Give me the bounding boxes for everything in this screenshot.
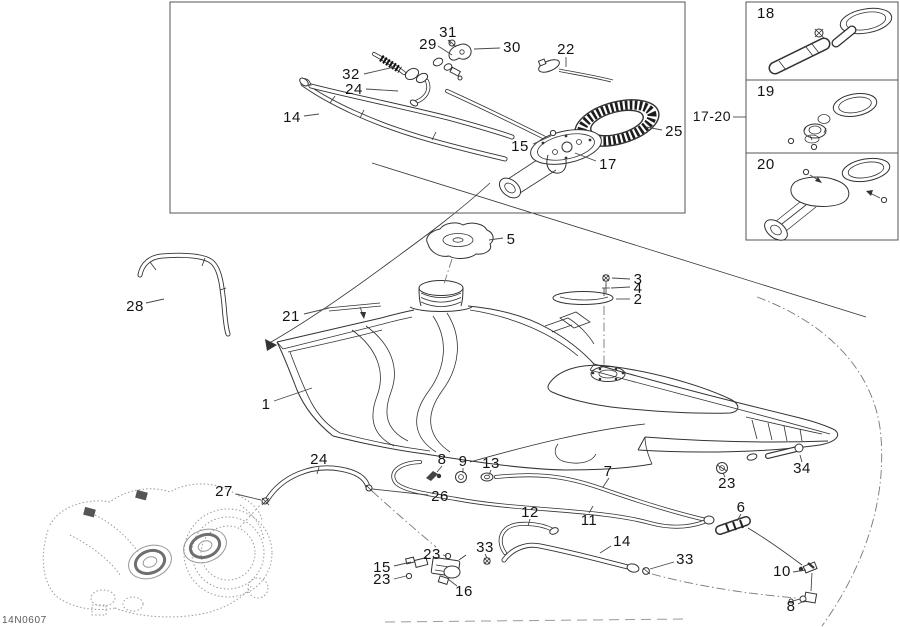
tank-fittings (426, 471, 494, 483)
callout-3: 3 (634, 271, 643, 288)
callout-15-inset: 15 (511, 138, 529, 155)
sleeve-13 (480, 472, 494, 482)
bracket-label: 17-20 (693, 108, 731, 124)
callout-13: 13 (482, 455, 500, 472)
callout-5: 5 (507, 231, 516, 248)
panel-label-18: 18 (757, 5, 775, 22)
projection-lines (265, 162, 883, 627)
inset-leaders (303, 39, 663, 162)
main-callouts: 28 5 21 3 4 2 1 24 27 26 8 9 13 7 23 34 … (126, 231, 811, 615)
callout-33: 33 (476, 539, 494, 556)
gasket-ring-25 (574, 99, 660, 147)
strap-assembly-2-3-4 (552, 274, 614, 366)
main-leaders (145, 237, 807, 605)
callout-6: 6 (737, 499, 746, 516)
hose-12 (498, 521, 559, 555)
callout-12: 12 (521, 504, 539, 521)
callout-28: 28 (126, 298, 144, 315)
callout-9: 9 (459, 453, 468, 470)
callout-25: 25 (665, 123, 683, 140)
fitting-8 (426, 471, 438, 481)
hose-24-main (261, 465, 437, 548)
hose-14-main (501, 542, 651, 575)
fuel-tank (276, 280, 839, 471)
callout-24: 24 (310, 451, 328, 468)
callout-8: 8 (438, 451, 447, 468)
callout-14-inset: 14 (283, 109, 301, 126)
fuel-valve-16 (405, 552, 467, 586)
callout-30: 30 (503, 39, 521, 56)
callout-23c: 23 (373, 571, 391, 588)
fitting-10 (798, 561, 818, 574)
spark-plug (83, 506, 96, 518)
engine-sketch (42, 483, 273, 618)
callout-17: 17 (599, 156, 617, 173)
callout-31: 31 (439, 24, 457, 41)
grommet-9 (455, 471, 467, 483)
screw-15-inset (549, 129, 557, 137)
cable-tie-22 (537, 58, 614, 83)
panel-19-parts (787, 93, 878, 151)
nut-23 (716, 462, 728, 474)
clamp-31 (448, 39, 457, 48)
drawing-code: 14N0607 (2, 615, 47, 626)
callout-7: 7 (604, 463, 613, 480)
spark-plug (135, 489, 148, 501)
callout-15: 15 (373, 559, 391, 576)
callout-22: 22 (557, 41, 575, 58)
fuel-pump-17 (498, 129, 602, 199)
fuel-cap-5 (426, 222, 494, 285)
callout-23b: 23 (423, 546, 441, 563)
pump-flange (590, 366, 626, 382)
callout-21: 21 (282, 308, 300, 325)
filter-6 (715, 516, 803, 566)
callout-26: 26 (431, 488, 449, 505)
elbow-8-lower (788, 591, 818, 604)
panel-18-parts (768, 7, 893, 75)
callout-10: 10 (773, 563, 791, 580)
callout-4: 4 (634, 280, 643, 297)
panel-20-border (745, 152, 899, 241)
elbow-30 (448, 43, 472, 61)
callout-11: 11 (581, 512, 598, 529)
callout-1: 1 (262, 396, 271, 413)
panel-label-19: 19 (757, 83, 775, 100)
callout-32: 32 (342, 66, 360, 83)
fitting-15 (405, 556, 416, 565)
panel-label-20: 20 (757, 156, 775, 173)
line-10-to-8 (810, 572, 813, 592)
inset-callouts: 31 29 30 22 32 24 14 15 25 17 (283, 24, 683, 173)
hose-7 (494, 473, 708, 522)
hose-11 (391, 460, 715, 529)
callout-33b: 33 (676, 551, 694, 568)
callout-29: 29 (419, 36, 437, 53)
callout-27: 27 (215, 483, 233, 500)
bolt-34 (746, 443, 804, 461)
callout-2: 2 (634, 291, 643, 308)
inset-detail-box: 31 29 30 22 32 24 14 15 25 17 (169, 1, 686, 214)
callout-24-inset: 24 (345, 81, 363, 98)
callout-16: 16 (455, 583, 473, 600)
filler-neck (409, 280, 473, 312)
panel-20-parts (764, 157, 891, 241)
callout-8b: 8 (787, 598, 796, 615)
callout-14: 14 (613, 533, 631, 550)
vent-hose-28 (137, 252, 231, 337)
detail-panels: 17-20 18 19 20 (693, 1, 899, 241)
callout-23: 23 (718, 475, 736, 492)
inset-border (169, 1, 686, 214)
decal-21 (326, 302, 382, 319)
screw-23-left (405, 572, 413, 580)
callout-34: 34 (793, 460, 811, 477)
